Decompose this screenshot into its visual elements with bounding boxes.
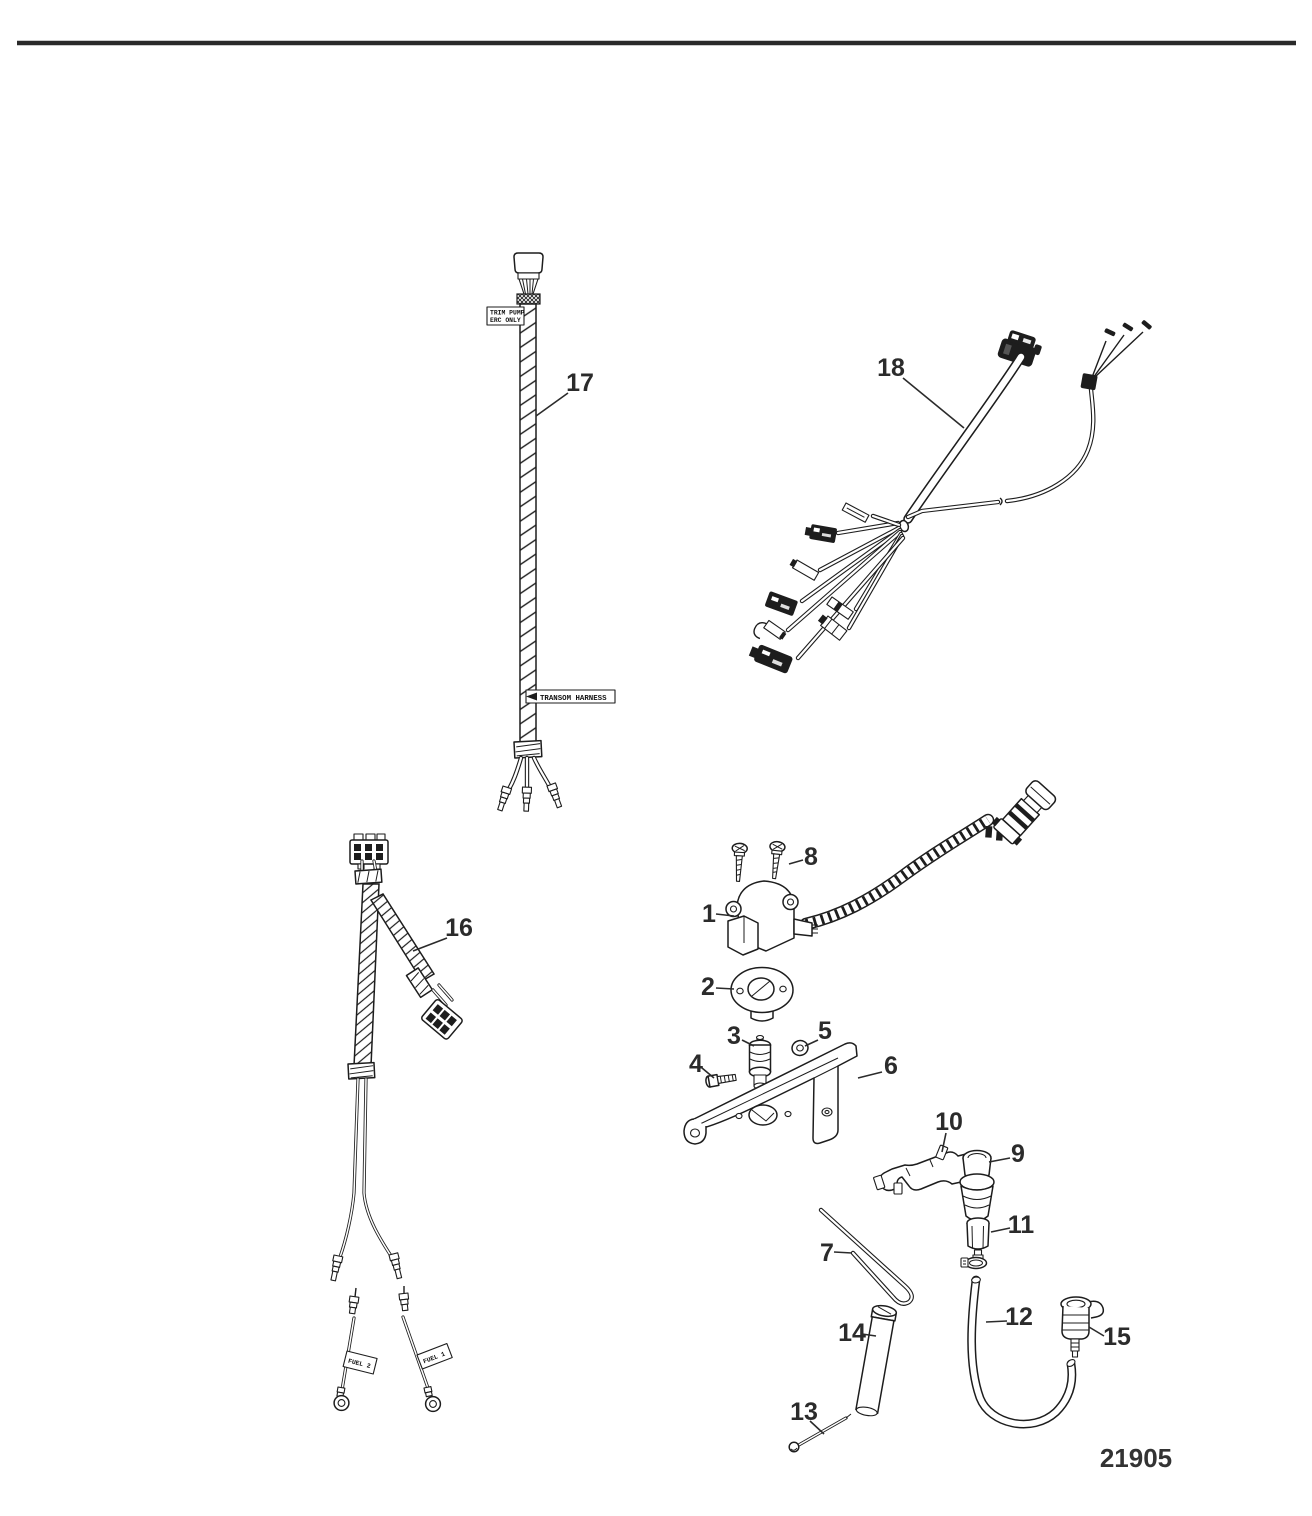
trim-pump-label: TRIM PUMP ERC ONLY bbox=[486, 306, 525, 326]
part-2-flange bbox=[730, 966, 794, 1022]
part-7-tube bbox=[818, 1207, 914, 1306]
callout-5: 5 bbox=[818, 1017, 832, 1045]
part-18-engine-harness bbox=[748, 320, 1152, 674]
part-8-screws bbox=[731, 840, 786, 882]
part-4-bolt bbox=[705, 1073, 737, 1088]
fuel-2-lead: FUEL 2 bbox=[333, 1287, 378, 1412]
part-16-fuel-harness: FUEL 2 FUEL 1 bbox=[330, 833, 463, 1413]
callout-8: 8 bbox=[804, 843, 818, 871]
callout-13: 13 bbox=[790, 1398, 818, 1426]
fuel-1-lead: FUEL 1 bbox=[398, 1286, 453, 1413]
part-15-fitting bbox=[1060, 1296, 1105, 1358]
part-14-canister bbox=[855, 1304, 898, 1417]
trim-pump-label-line1: TRIM PUMP bbox=[490, 310, 525, 317]
callout-16: 16 bbox=[445, 914, 473, 942]
part-10-clip bbox=[873, 1144, 969, 1195]
callouts: 1 2 3 4 5 6 7 8 9 10 11 12 13 14 15 16 1… bbox=[445, 354, 1131, 1426]
part-17-transom-harness-cable: TRIM PUMP ERC ONLY TRANSOM HARNESS bbox=[486, 252, 616, 812]
callout-14: 14 bbox=[838, 1319, 866, 1347]
transom-harness-label-text: TRANSOM HARNESS bbox=[540, 695, 607, 703]
drawing-number: 21905 bbox=[1100, 1443, 1172, 1473]
callout-12: 12 bbox=[1005, 1303, 1033, 1331]
callout-17: 17 bbox=[566, 369, 594, 397]
callout-11: 11 bbox=[1008, 1211, 1035, 1239]
callout-9: 9 bbox=[1011, 1140, 1025, 1168]
part-3-bushing bbox=[748, 1034, 772, 1090]
transom-harness-label: TRANSOM HARNESS bbox=[525, 689, 616, 704]
callout-6: 6 bbox=[884, 1052, 898, 1080]
leader-lines bbox=[412, 377, 1105, 1435]
callout-7: 7 bbox=[820, 1239, 834, 1267]
callout-15: 15 bbox=[1103, 1323, 1131, 1351]
callout-18: 18 bbox=[877, 354, 905, 382]
part-5-washer bbox=[791, 1039, 809, 1057]
callout-1: 1 bbox=[702, 900, 716, 928]
part-6-bracket bbox=[683, 1042, 858, 1145]
trim-pump-label-line2: ERC ONLY bbox=[490, 317, 521, 324]
callout-4: 4 bbox=[689, 1050, 703, 1078]
hose-clamp bbox=[960, 1256, 988, 1270]
callout-10: 10 bbox=[935, 1108, 963, 1136]
callout-2: 2 bbox=[701, 973, 715, 1001]
part-1-position-sensor bbox=[725, 780, 1057, 956]
callout-3: 3 bbox=[727, 1022, 741, 1050]
part-12-hose bbox=[967, 1275, 1077, 1429]
